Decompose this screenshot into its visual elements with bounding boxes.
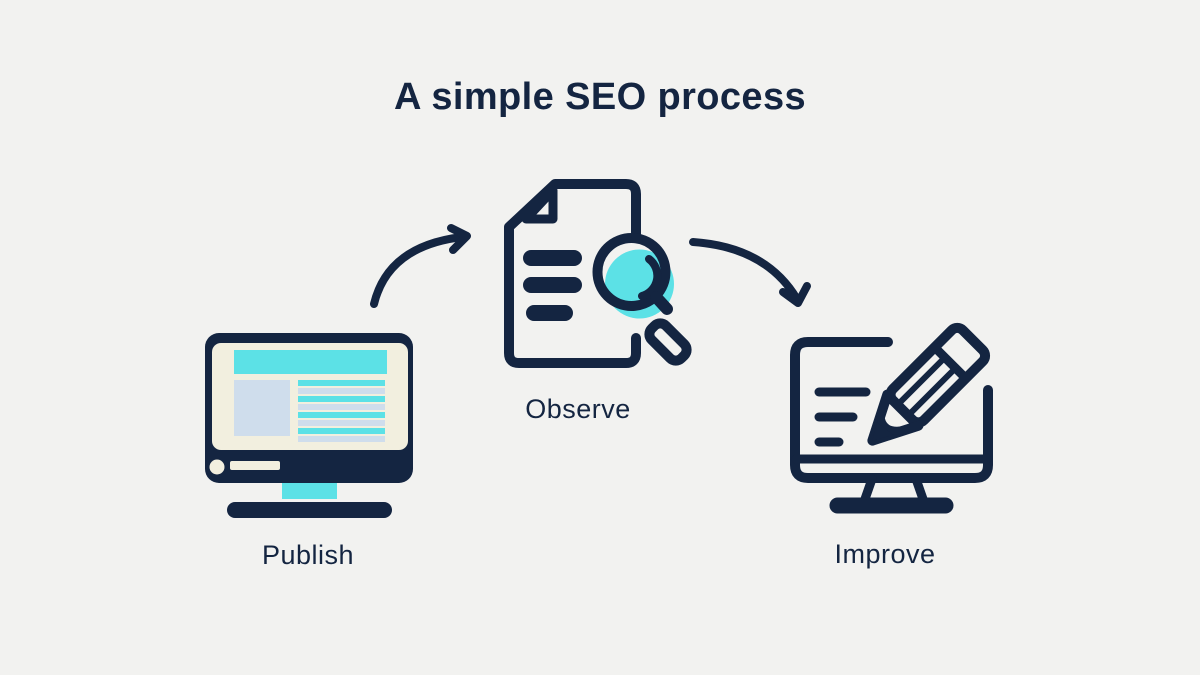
- screen-text-dashes: [814, 387, 871, 447]
- arrowhead-icon: [779, 282, 811, 307]
- webpage-header-bar: [234, 350, 387, 374]
- monitor-stand: [282, 483, 337, 499]
- document-text-lines: [523, 250, 582, 321]
- step-label-observe: Observe: [525, 394, 631, 424]
- page-title: A simple SEO process: [393, 76, 807, 118]
- pencil-tip-arc: [876, 410, 909, 435]
- pencil-body: [885, 322, 991, 428]
- magnifier-ring: [592, 233, 671, 311]
- magnifier-neck: [650, 291, 673, 315]
- magnifier-handle: [644, 318, 692, 366]
- step-label-publish: Publish: [261, 540, 355, 570]
- arrowhead-icon: [447, 224, 471, 254]
- arrow-observe-to-improve: [689, 238, 811, 307]
- monitor-base: [227, 502, 392, 518]
- lens-highlight-arc: [638, 255, 662, 300]
- monitor-power-button: [209, 459, 225, 475]
- pencil-icon: [867, 322, 991, 446]
- document-outline: [504, 179, 641, 368]
- document-fold-corner: [521, 185, 558, 224]
- monitor-base: [829, 497, 954, 514]
- pencil-ferrule-line: [930, 342, 971, 383]
- webpage-text-lines: [298, 380, 385, 442]
- arrow-publish-to-observe: [370, 224, 471, 308]
- webpage-image-placeholder: [234, 380, 290, 436]
- document-magnifier-icon: [504, 179, 692, 368]
- monitor-webpage-icon: [205, 333, 413, 518]
- monitor-outline: [790, 337, 993, 483]
- step-label-improve: Improve: [834, 539, 936, 569]
- monitor-bezel-bar: [230, 461, 280, 470]
- pencil-lead: [872, 422, 894, 441]
- monitor-stand: [829, 474, 954, 514]
- monitor-pencil-icon: [790, 322, 993, 514]
